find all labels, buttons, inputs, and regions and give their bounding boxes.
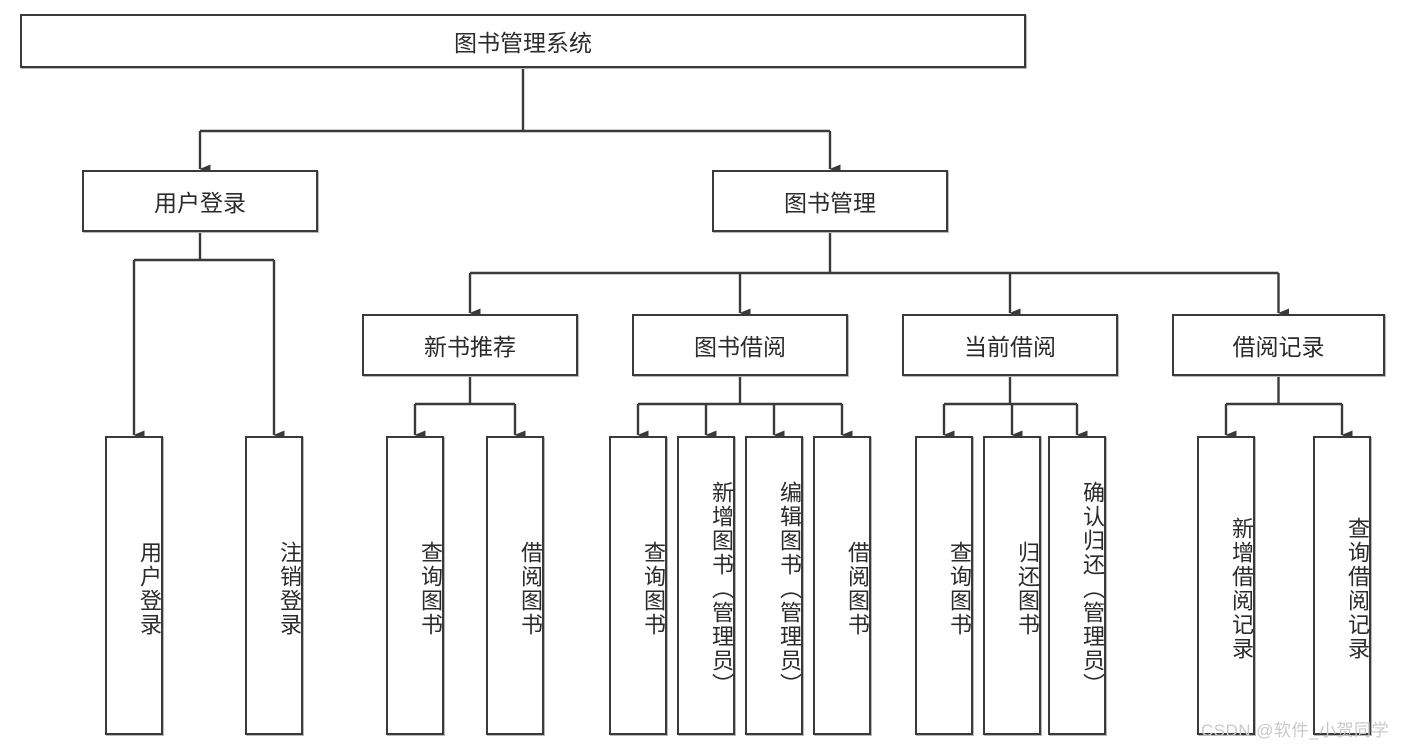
node-leaf-confirm-return[interactable]: 确认归还（管理员） [1048, 436, 1106, 735]
node-label: 查询图书 [641, 540, 666, 637]
node-current-borrow[interactable]: 当前借阅 [902, 314, 1118, 376]
node-label: 确认归还（管理员） [1080, 480, 1105, 697]
node-leaf-query-record[interactable]: 查询借阅记录 [1313, 436, 1371, 735]
node-book-borrow[interactable]: 图书借阅 [632, 314, 848, 376]
node-book-manage[interactable]: 图书管理 [712, 170, 948, 232]
node-label: 注销登录 [277, 540, 302, 637]
node-label: 新书推荐 [424, 334, 516, 360]
node-label: 借阅图书 [845, 540, 870, 637]
node-leaf-user-logout[interactable]: 注销登录 [245, 436, 303, 735]
node-user-login[interactable]: 用户登录 [82, 170, 318, 232]
node-label: 查询图书 [947, 540, 972, 637]
node-label: 图书借阅 [694, 334, 786, 360]
node-label: 查询图书 [418, 540, 443, 637]
node-leaf-add-book[interactable]: 新增图书（管理员） [677, 436, 735, 735]
node-leaf-query-book-rec[interactable]: 查询图书 [386, 436, 444, 735]
node-label: 借阅记录 [1232, 334, 1325, 360]
node-label: 查询借阅记录 [1345, 516, 1370, 661]
node-label: 借阅图书 [518, 540, 543, 637]
node-label: 图书管理系统 [454, 30, 592, 56]
node-label: 归还图书 [1015, 540, 1040, 637]
node-label: 编辑图书（管理员） [777, 480, 802, 697]
node-label: 用户登录 [137, 540, 162, 637]
node-label: 用户登录 [154, 190, 246, 216]
node-new-book-recommend[interactable]: 新书推荐 [362, 314, 578, 376]
node-leaf-add-record[interactable]: 新增借阅记录 [1197, 436, 1255, 735]
node-leaf-borrow-book-rec[interactable]: 借阅图书 [486, 436, 544, 735]
node-label: 当前借阅 [964, 334, 1056, 360]
node-leaf-user-login[interactable]: 用户登录 [105, 436, 163, 735]
node-leaf-query-book-bb[interactable]: 查询图书 [609, 436, 667, 735]
node-leaf-query-book-cb[interactable]: 查询图书 [915, 436, 973, 735]
node-root[interactable]: 图书管理系统 [20, 14, 1026, 68]
csdn-watermark: CSDN @软件_小贺同学 [1200, 721, 1389, 740]
node-leaf-return-book[interactable]: 归还图书 [983, 436, 1041, 735]
connector-lines [132, 68, 1353, 440]
node-leaf-borrow-book-bb[interactable]: 借阅图书 [813, 436, 871, 735]
node-label: 新增图书（管理员） [709, 480, 734, 697]
node-label: 新增借阅记录 [1229, 516, 1254, 661]
node-borrow-record[interactable]: 借阅记录 [1172, 314, 1385, 376]
node-leaf-edit-book[interactable]: 编辑图书（管理员） [745, 436, 803, 735]
node-label: 图书管理 [784, 190, 876, 216]
